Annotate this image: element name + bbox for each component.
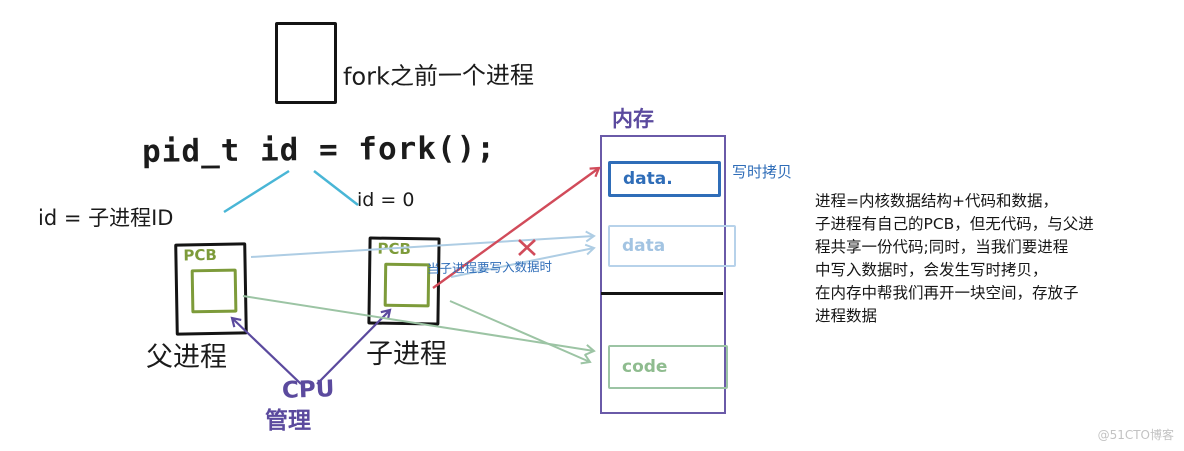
explanation-note: 进程=内核数据结构+代码和数据， 子进程有自己的PCB，但无代码，与父进 程共享…: [815, 190, 1125, 328]
note-line: 子进程有自己的PCB，但无代码，与父进: [815, 215, 1094, 233]
memory-segment-data-copy: data.: [608, 161, 721, 197]
legend-process-box: [275, 22, 337, 104]
parent-pcb-inner-square: [190, 268, 238, 314]
branch-line-left: [223, 169, 290, 214]
watermark: @51CTO博客: [1097, 428, 1174, 442]
parent-pcb-label: PCB: [183, 245, 218, 265]
child-pcb-inner-square: [383, 262, 431, 308]
child-write-attempt-note: 当子进程要写入数据时: [426, 258, 553, 277]
fork-code-line: pid_t id = fork();: [141, 130, 497, 170]
child-pcb-label: PCB: [377, 239, 412, 259]
child-to-code-arrow: [449, 300, 592, 365]
branch-right-label: id = 0: [357, 189, 415, 211]
child-pcb-box: PCB: [367, 236, 441, 326]
note-line: 进程=内核数据结构+代码和数据，: [815, 192, 1058, 210]
memory-segment-data-shared: data: [608, 225, 736, 267]
cpu-label: CPU: [281, 376, 335, 404]
note-line: 进程数据: [815, 307, 878, 325]
child-process-label: 子进程: [366, 339, 447, 370]
memory-box: data. data code: [600, 135, 736, 414]
branch-left-label: id = 子进程ID: [38, 206, 174, 230]
parent-pcb-box: PCB: [174, 242, 248, 336]
note-line: 中写入数据时，会发生写时拷贝，: [815, 261, 1048, 279]
memory-title: 内存: [612, 107, 654, 131]
memory-segment-code: code: [608, 345, 728, 389]
copy-on-write-label: 写时拷贝: [732, 163, 793, 181]
blocked-write-x-icon: [518, 239, 536, 256]
cpu-manage-label: 管理: [265, 408, 311, 434]
branch-line-right: [313, 170, 359, 206]
legend-label: fork之前一个进程: [342, 61, 535, 91]
memory-section-divider: [601, 292, 723, 295]
parent-process-label: 父进程: [146, 342, 227, 373]
note-line: 在内存中帮我们再开一块空间，存放子: [815, 284, 1079, 302]
note-line: 程共享一份代码;同时，当我们要进程: [815, 238, 1069, 256]
